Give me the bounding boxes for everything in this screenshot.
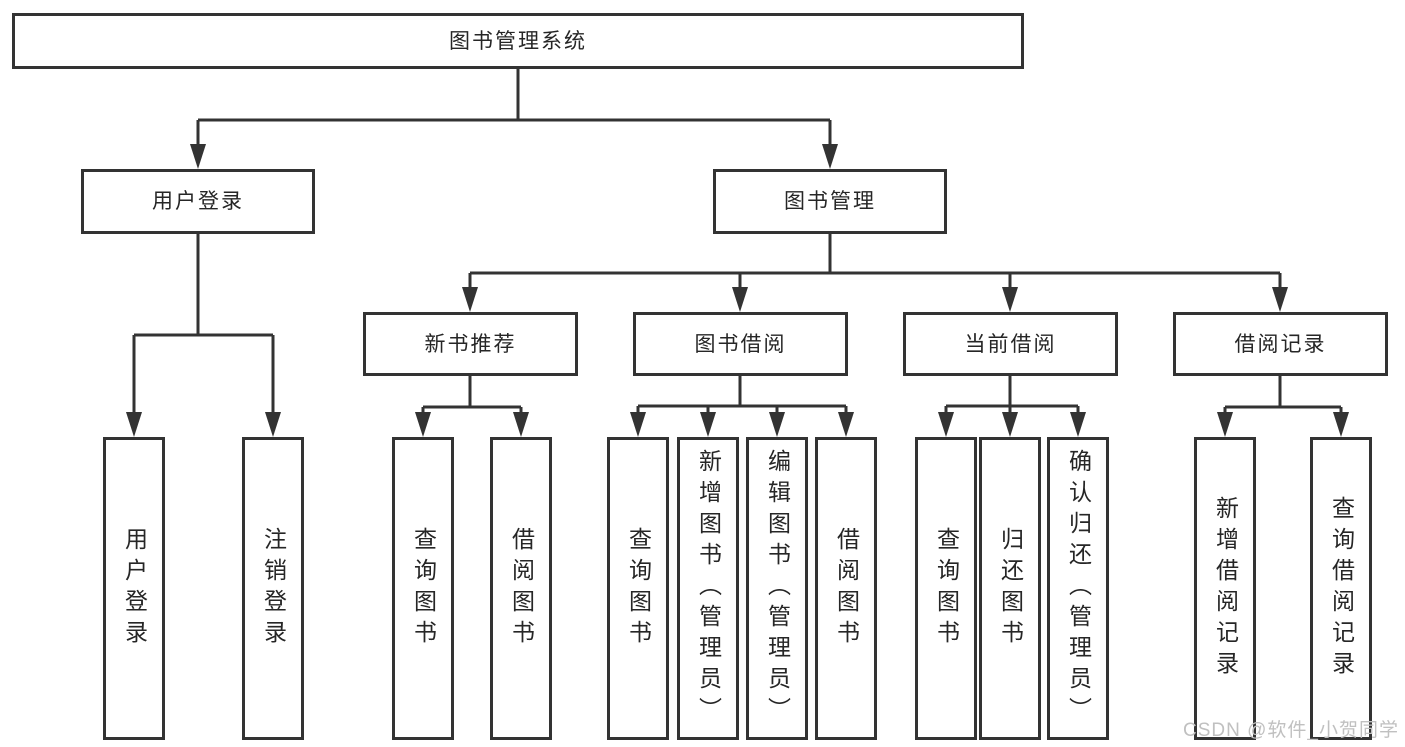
- node-label: 归还图书: [997, 526, 1024, 651]
- node-label: 图书管理系统: [449, 29, 587, 53]
- leaf-borrow-books-borrowing: 借阅图书: [815, 437, 877, 740]
- node-label: 图书管理: [784, 190, 876, 213]
- node-label: 确认归还（管理员）: [1065, 449, 1092, 728]
- node-label: 用户登录: [121, 526, 148, 651]
- leaf-add-books-admin: 新增图书（管理员）: [677, 437, 739, 740]
- leaf-query-borrow-record: 查询借阅记录: [1310, 437, 1372, 740]
- leaf-query-books-borrowing: 查询图书: [607, 437, 669, 740]
- node-book-management: 图书管理: [713, 169, 947, 234]
- watermark: CSDN @软件_小贺同学: [1183, 720, 1399, 741]
- node-label: 用户登录: [152, 190, 244, 213]
- node-label: 借阅记录: [1234, 332, 1327, 356]
- node-label: 当前借阅: [964, 332, 1057, 356]
- leaf-logout-login: 注销登录: [242, 437, 304, 740]
- node-label: 图书借阅: [694, 332, 787, 356]
- leaf-add-borrow-record: 新增借阅记录: [1194, 437, 1256, 740]
- leaf-edit-books-admin: 编辑图书（管理员）: [746, 437, 808, 740]
- leaf-borrow-books-recommend: 借阅图书: [490, 437, 552, 740]
- leaf-query-books-recommend: 查询图书: [392, 437, 454, 740]
- node-borrowing-records: 借阅记录: [1173, 312, 1388, 376]
- leaf-user-login: 用户登录: [103, 437, 165, 740]
- node-label: 新书推荐: [424, 332, 517, 356]
- node-label: 查询图书: [625, 526, 652, 651]
- leaf-query-books-current: 查询图书: [915, 437, 977, 740]
- node-new-book-recommendation: 新书推荐: [363, 312, 578, 376]
- node-label: 注销登录: [260, 526, 287, 651]
- node-label: 新增借阅记录: [1212, 495, 1239, 682]
- node-label: 编辑图书（管理员）: [764, 449, 791, 728]
- node-current-borrowing: 当前借阅: [903, 312, 1118, 376]
- node-book-borrowing: 图书借阅: [633, 312, 848, 376]
- node-label: 借阅图书: [508, 526, 535, 651]
- node-label: 查询图书: [410, 526, 437, 651]
- node-label: 查询借阅记录: [1328, 495, 1355, 682]
- leaf-return-books: 归还图书: [979, 437, 1041, 740]
- node-label: 查询图书: [933, 526, 960, 651]
- node-label: 借阅图书: [833, 526, 860, 651]
- node-library-management-system: 图书管理系统: [12, 13, 1024, 69]
- node-user-login: 用户登录: [81, 169, 315, 234]
- node-label: 新增图书（管理员）: [695, 449, 722, 728]
- leaf-confirm-return-admin: 确认归还（管理员）: [1047, 437, 1109, 740]
